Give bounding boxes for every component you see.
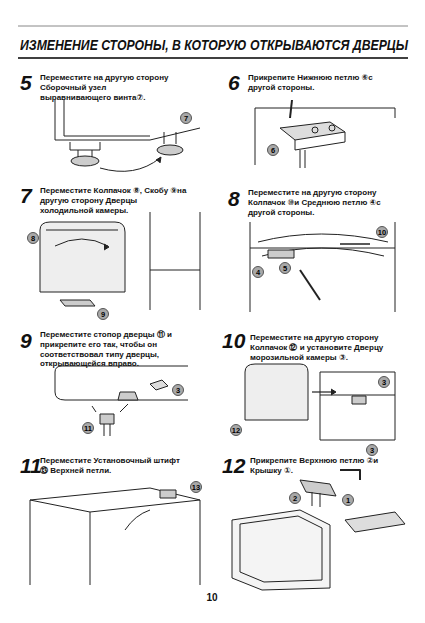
callout-number: 1 [342,494,354,506]
fridge-base [55,100,200,171]
step-instruction: Прикрепите Верхнюю петлю ②и Крышку ①. [250,456,400,476]
page-number: 10 [206,592,217,603]
callout-number: 13 [190,481,202,493]
callout-number: 7 [180,112,192,124]
callout-number: 3 [172,384,184,396]
step-instruction: Прикрепите Нижнюю петлю ⑥с другой сторон… [248,73,398,93]
door-stopper [55,366,188,436]
step-instruction: Переместите Колпачок ⑧, Скобу ⑨на другую… [40,186,190,215]
callout-number: 6 [267,144,279,156]
cabinet-top [30,488,200,585]
step-number: 9 [20,330,32,351]
header-rule [18,26,408,27]
callout-number: 9 [97,308,109,320]
step-number: 7 [20,185,32,206]
step-number: 5 [20,72,32,93]
step-instruction: Переместите на другую сторону Колпачок ⑫… [250,333,400,362]
top-hinge [232,470,405,590]
step-instruction: Переместите стопор дверцы ⑪ и прикрепите… [40,330,195,369]
step-number: 12 [222,455,245,476]
step-number: 8 [228,188,240,209]
refrigerator-door [40,212,200,310]
callout-number: 12 [230,424,242,436]
step-number: 10 [222,330,245,351]
callout-number: 5 [279,262,291,274]
middle-hinge [250,222,395,312]
freezer-door [245,364,395,440]
step-number: 6 [228,72,240,93]
step-instruction: Переместите Установочный штифт ⑬ Верхней… [40,456,190,476]
lower-hinge [255,100,395,168]
step-instruction: Переместите на другую сторону Сборочный … [40,73,172,102]
callout-number: 2 [289,492,301,504]
callout-number: 11 [82,422,94,434]
callout-number: 3 [378,376,390,388]
step-number: 11 [20,455,42,476]
callout-number: 3 [366,444,378,456]
step-instruction: Переместите на другую сторону Колпачок ⑩… [248,188,398,217]
page-title: ИЗМЕНЕНИЕ СТОРОНЫ, В КОТОРУЮ ОТКРЫВАЮТСЯ… [20,37,408,53]
callout-number: 8 [27,232,39,244]
callout-number: 10 [376,226,388,238]
header-rule [18,57,408,59]
callout-number: 4 [252,266,264,278]
